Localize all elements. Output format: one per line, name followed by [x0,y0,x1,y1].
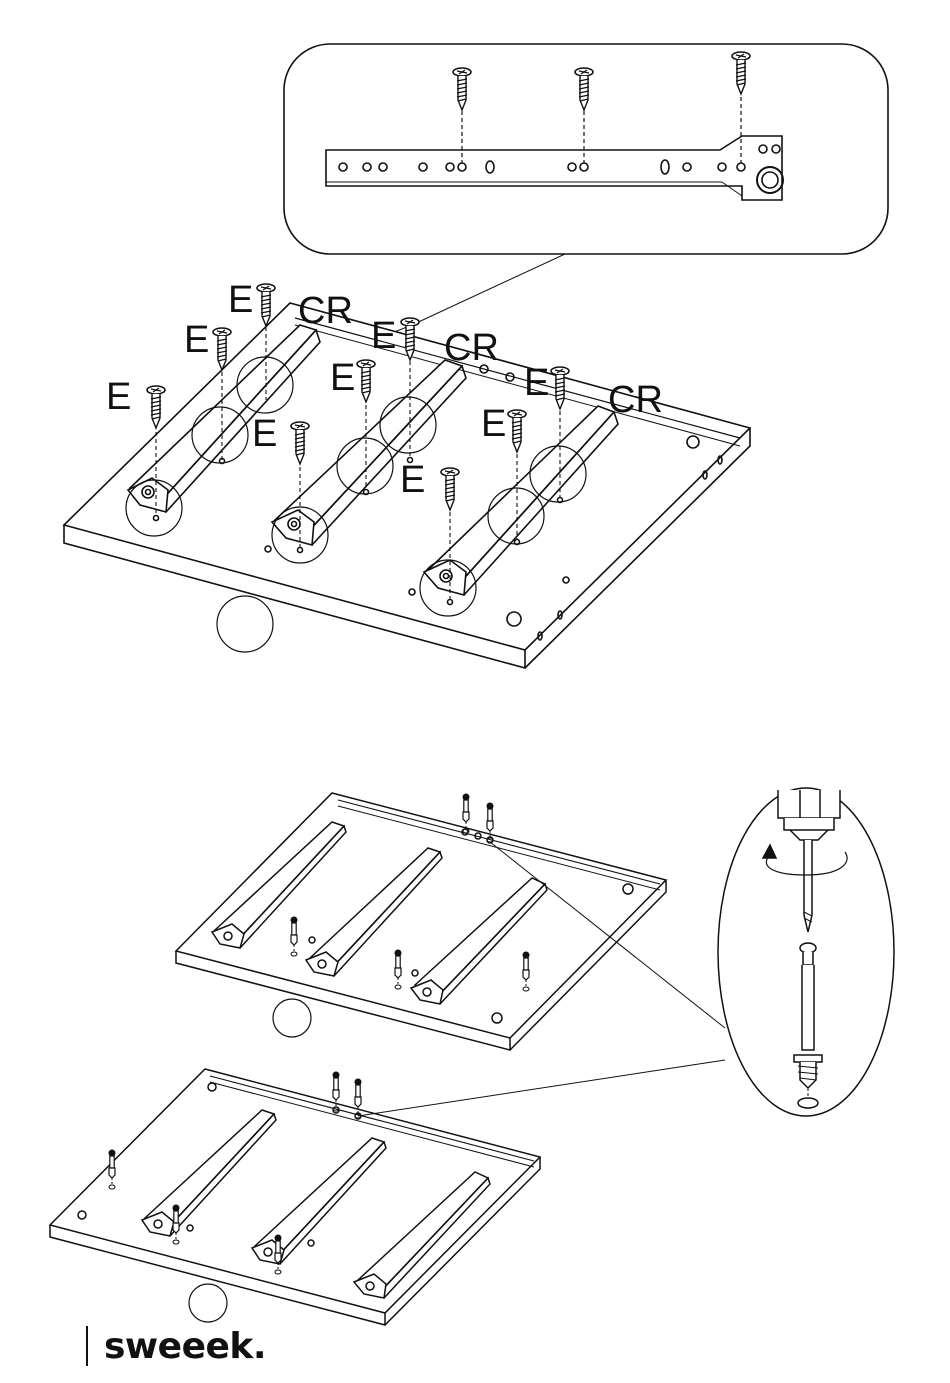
label-e-6: E [252,413,277,455]
screwdriver-detail [718,788,894,1116]
label-e-1: E [106,376,131,418]
screwdriver-icon [778,790,840,932]
label-e-4: E [371,315,396,357]
brand-logo: sweeek. [86,1322,266,1370]
label-cr-3: CR [608,379,663,421]
label-e-9: E [400,459,425,501]
label-cr-1: CR [298,290,353,332]
label-e-5: E [330,357,355,399]
label-e-3: E [228,279,253,321]
middle-board [176,793,725,1050]
bottom-board [50,1060,725,1325]
label-e-2: E [184,319,209,361]
brand-divider [86,1326,88,1366]
label-e-7: E [524,362,549,404]
label-cr-2: CR [444,327,499,369]
label-e-8: E [481,403,506,445]
brand-name: sweeek. [104,1326,266,1367]
